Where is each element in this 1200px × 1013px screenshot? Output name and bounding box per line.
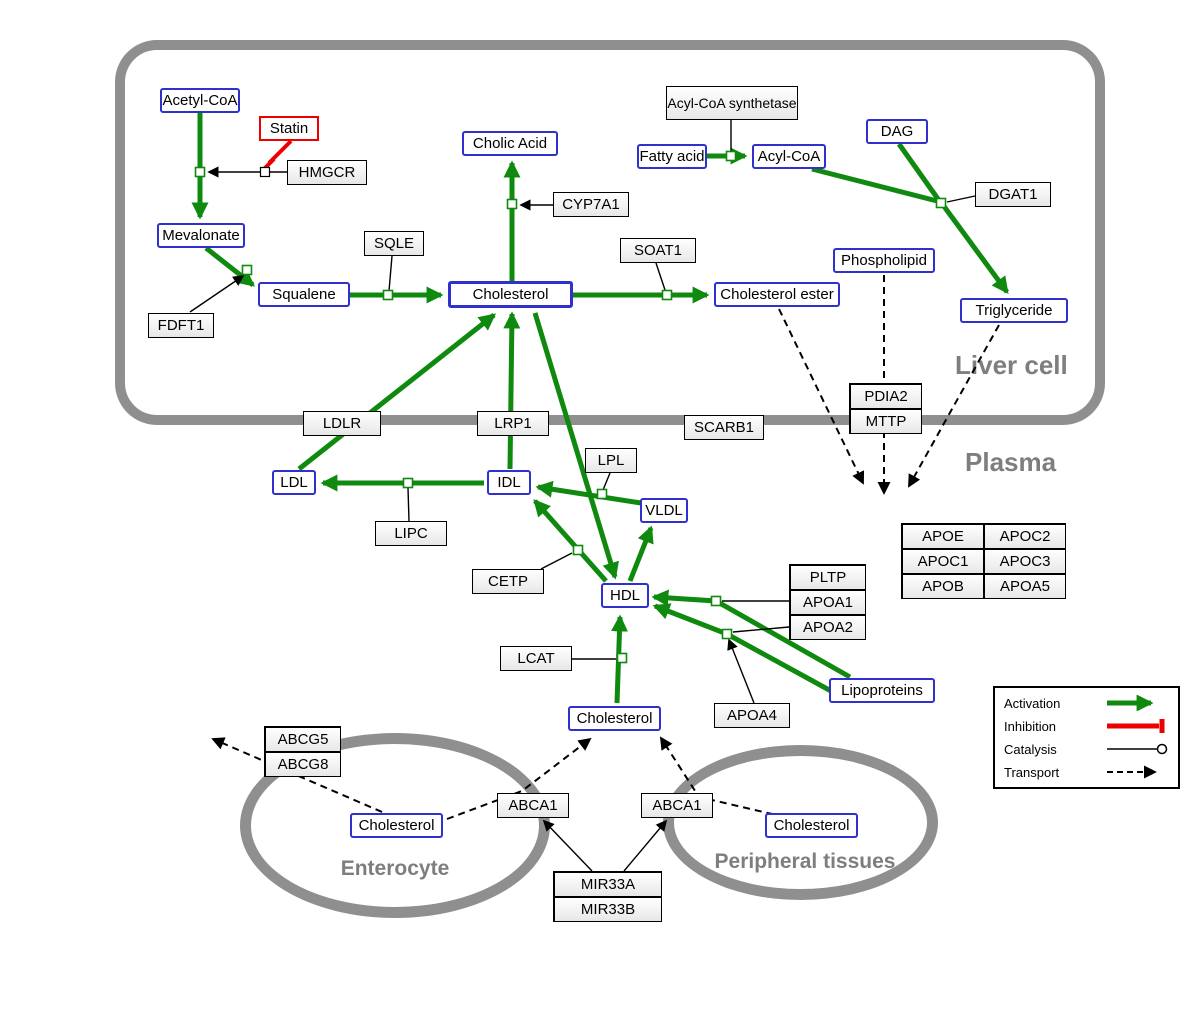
node-vldl[interactable]: VLDL: [640, 498, 688, 523]
node-lipoproteins[interactable]: Lipoproteins: [829, 678, 935, 703]
catalysis-mir33-abca1-right: [623, 819, 668, 872]
node-acyl-coa[interactable]: Acyl-CoA: [752, 144, 826, 169]
node-hdl[interactable]: HDL: [601, 583, 649, 608]
node-dgat1[interactable]: DGAT1: [975, 182, 1051, 207]
edge-hdl-idl: [533, 499, 608, 583]
catalysis-cetp: [540, 552, 573, 570]
enterocyte-label: Enterocyte: [340, 857, 450, 880]
activation-symbol-icon: [1107, 695, 1154, 711]
peripheral-tissues-label: Peripheral tissues: [714, 850, 896, 873]
apolipoprotein-table: APOE APOC2 APOC1 APOC3 APOB APOA5: [901, 523, 1066, 599]
node-lipc[interactable]: LIPC: [375, 521, 447, 546]
node-cetp[interactable]: CETP: [472, 569, 544, 594]
catalysis-mir33-abca1-left: [542, 819, 593, 872]
legend-catalysis-label: Catalysis: [1004, 741, 1057, 757]
node-mevalonate[interactable]: Mevalonate: [157, 223, 245, 248]
legend-inhibition-label: Inhibition: [1004, 718, 1057, 734]
node-hmgcr[interactable]: HMGCR: [287, 160, 367, 185]
node-phospholipid[interactable]: Phospholipid: [833, 248, 935, 273]
node-abcg8[interactable]: ABCG8: [265, 752, 341, 777]
node-apob[interactable]: APOB: [902, 574, 984, 599]
node-lcat[interactable]: LCAT: [500, 646, 572, 671]
node-abcg5[interactable]: ABCG5: [265, 727, 341, 752]
node-acetyl-coa[interactable]: Acetyl-CoA: [160, 88, 240, 113]
node-fatty-acid[interactable]: Fatty acid: [637, 144, 707, 169]
node-abca1-right[interactable]: ABCA1: [641, 793, 713, 818]
node-squalene[interactable]: Squalene: [258, 282, 350, 307]
legend-transport-label: Transport: [1004, 764, 1060, 780]
node-scarb1[interactable]: SCARB1: [684, 415, 764, 440]
node-mttp[interactable]: MTTP: [850, 409, 922, 434]
catalysis-apoa4: [727, 638, 755, 704]
node-triglyceride[interactable]: Triglyceride: [960, 298, 1068, 323]
node-cholesterol-peripheral[interactable]: Cholesterol: [765, 813, 858, 838]
legend-row-activation: Activation: [1004, 695, 1169, 711]
legend-row-inhibition: Inhibition: [1004, 718, 1169, 734]
node-dag[interactable]: DAG: [866, 119, 928, 144]
legend: Activation Inhibition Catalysis Transpor…: [993, 686, 1180, 789]
node-cholesterol-liver[interactable]: Cholesterol: [448, 281, 573, 308]
node-apoc2[interactable]: APOC2: [984, 524, 1066, 549]
node-acyl-coa-synthetase[interactable]: Acyl-CoA synthetase: [666, 86, 798, 120]
node-cholesterol-plasma[interactable]: Cholesterol: [568, 706, 661, 731]
stack-pltp-apoa1-apoa2: PLTP APOA1 APOA2: [789, 564, 866, 640]
node-idl[interactable]: IDL: [487, 470, 531, 495]
inhibition-symbol-icon: [1107, 719, 1165, 733]
node-mir33b[interactable]: MIR33B: [554, 897, 662, 922]
node-soat1[interactable]: SOAT1: [620, 238, 696, 263]
catalysis-apoa2: [732, 626, 790, 633]
peripheral-tissues-compartment: [663, 745, 938, 900]
node-pltp[interactable]: PLTP: [790, 565, 866, 590]
node-apoc1[interactable]: APOC1: [902, 549, 984, 574]
legend-row-catalysis: Catalysis: [1004, 741, 1169, 757]
edge-cholesterol-hdl-lcat: [611, 614, 628, 704]
transport-symbol-icon: [1107, 765, 1157, 779]
node-apoa2[interactable]: APOA2: [790, 615, 866, 640]
node-fdft1[interactable]: FDFT1: [148, 313, 214, 338]
catalysis-lipc: [407, 487, 410, 522]
node-cholic-acid[interactable]: Cholic Acid: [462, 131, 558, 156]
node-apoa5[interactable]: APOA5: [984, 574, 1066, 599]
catalysis-lpl: [602, 472, 611, 491]
stack-mir33a-mir33b: MIR33A MIR33B: [553, 871, 662, 922]
node-apoa4[interactable]: APOA4: [714, 703, 790, 728]
node-cholesterol-ester[interactable]: Cholesterol ester: [714, 282, 840, 307]
node-apoc3[interactable]: APOC3: [984, 549, 1066, 574]
plasma-label: Plasma: [965, 447, 1057, 477]
catalysis-symbol-icon: [1107, 743, 1168, 755]
node-lrp1[interactable]: LRP1: [477, 411, 549, 436]
liver-cell-label: Liver cell: [955, 350, 1068, 380]
node-statin[interactable]: Statin: [259, 116, 319, 141]
node-ldlr[interactable]: LDLR: [303, 411, 381, 436]
node-apoa1[interactable]: APOA1: [790, 590, 866, 615]
edge-vldl-idl: [535, 480, 642, 506]
stack-abcg5-abcg8: ABCG5 ABCG8: [264, 726, 341, 777]
node-mir33a[interactable]: MIR33A: [554, 872, 662, 897]
node-cyp7a1[interactable]: CYP7A1: [553, 192, 629, 217]
stack-pdia2-mttp: PDIA2 MTTP: [849, 383, 922, 434]
node-ldl[interactable]: LDL: [272, 470, 316, 495]
node-apoe[interactable]: APOE: [902, 524, 984, 549]
legend-activation-label: Activation: [1004, 695, 1061, 711]
node-sqle[interactable]: SQLE: [364, 231, 424, 256]
edge-hdl-vldl: [627, 525, 654, 582]
node-lpl[interactable]: LPL: [585, 448, 637, 473]
node-abca1-left[interactable]: ABCA1: [497, 793, 569, 818]
node-pdia2[interactable]: PDIA2: [850, 384, 922, 409]
node-cholesterol-enterocyte[interactable]: Cholesterol: [350, 813, 443, 838]
legend-row-transport: Transport: [1004, 764, 1169, 780]
